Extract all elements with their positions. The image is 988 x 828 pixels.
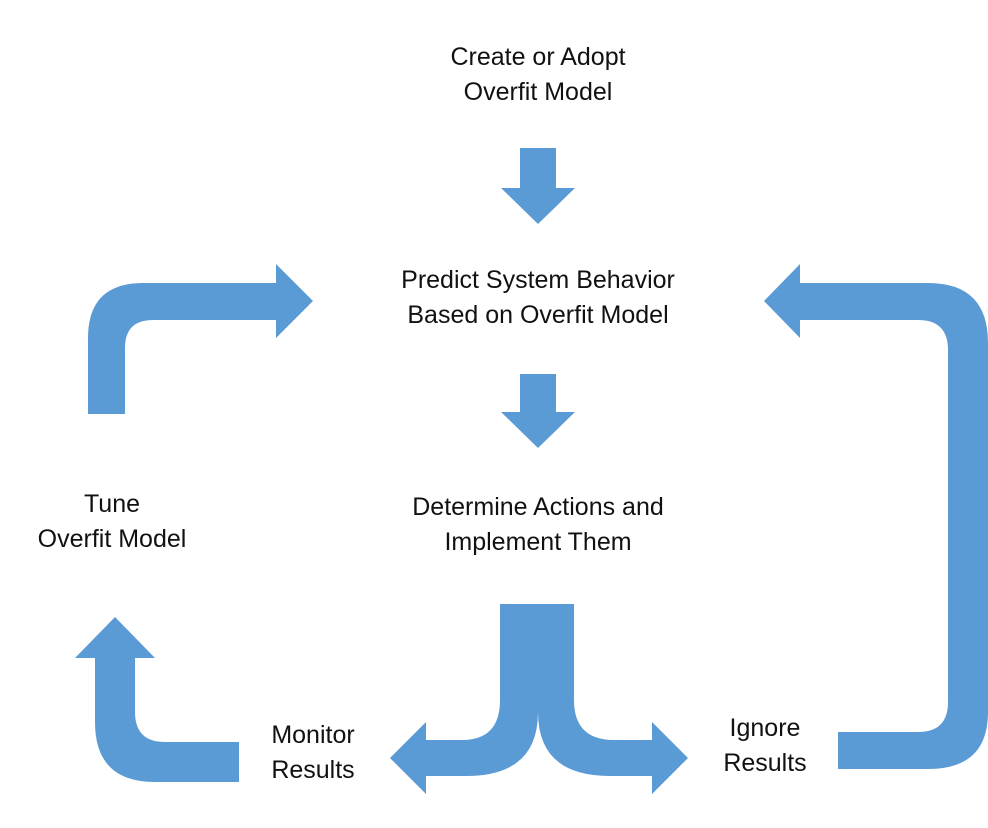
node-line: Tune (83, 490, 141, 518)
node-determine-actions: Determine Actions and Implement Them (348, 490, 728, 560)
node-line: Predict System Behavior (401, 266, 675, 294)
arrow-predict-to-determine (501, 374, 575, 448)
node-line: Ignore (729, 714, 801, 742)
node-line: Monitor (271, 721, 355, 749)
arrow-group (75, 148, 988, 794)
arrow-create-to-predict (501, 148, 575, 224)
node-line: Based on Overfit Model (407, 301, 669, 329)
node-line: Overfit Model (463, 78, 613, 106)
arrow-monitor-to-tune (75, 617, 239, 782)
node-line: Determine Actions and (412, 493, 664, 521)
node-predict-system-behavior: Predict System Behavior Based on Overfit… (338, 263, 738, 333)
node-monitor-results: Monitor Results (243, 718, 383, 788)
node-line: Implement Them (444, 528, 632, 556)
node-line: Results (723, 749, 807, 777)
node-line: Overfit Model (37, 525, 187, 553)
node-create-adopt-model: Create or Adopt Overfit Model (388, 40, 688, 110)
node-line: Results (271, 756, 355, 784)
node-line: Create or Adopt (450, 43, 626, 71)
node-ignore-results: Ignore Results (695, 711, 835, 781)
arrow-ignore-to-predict (764, 264, 988, 769)
node-tune-overfit-model: Tune Overfit Model (12, 487, 212, 557)
arrow-tune-to-predict (88, 264, 313, 414)
arrow-determine-split (390, 604, 688, 794)
